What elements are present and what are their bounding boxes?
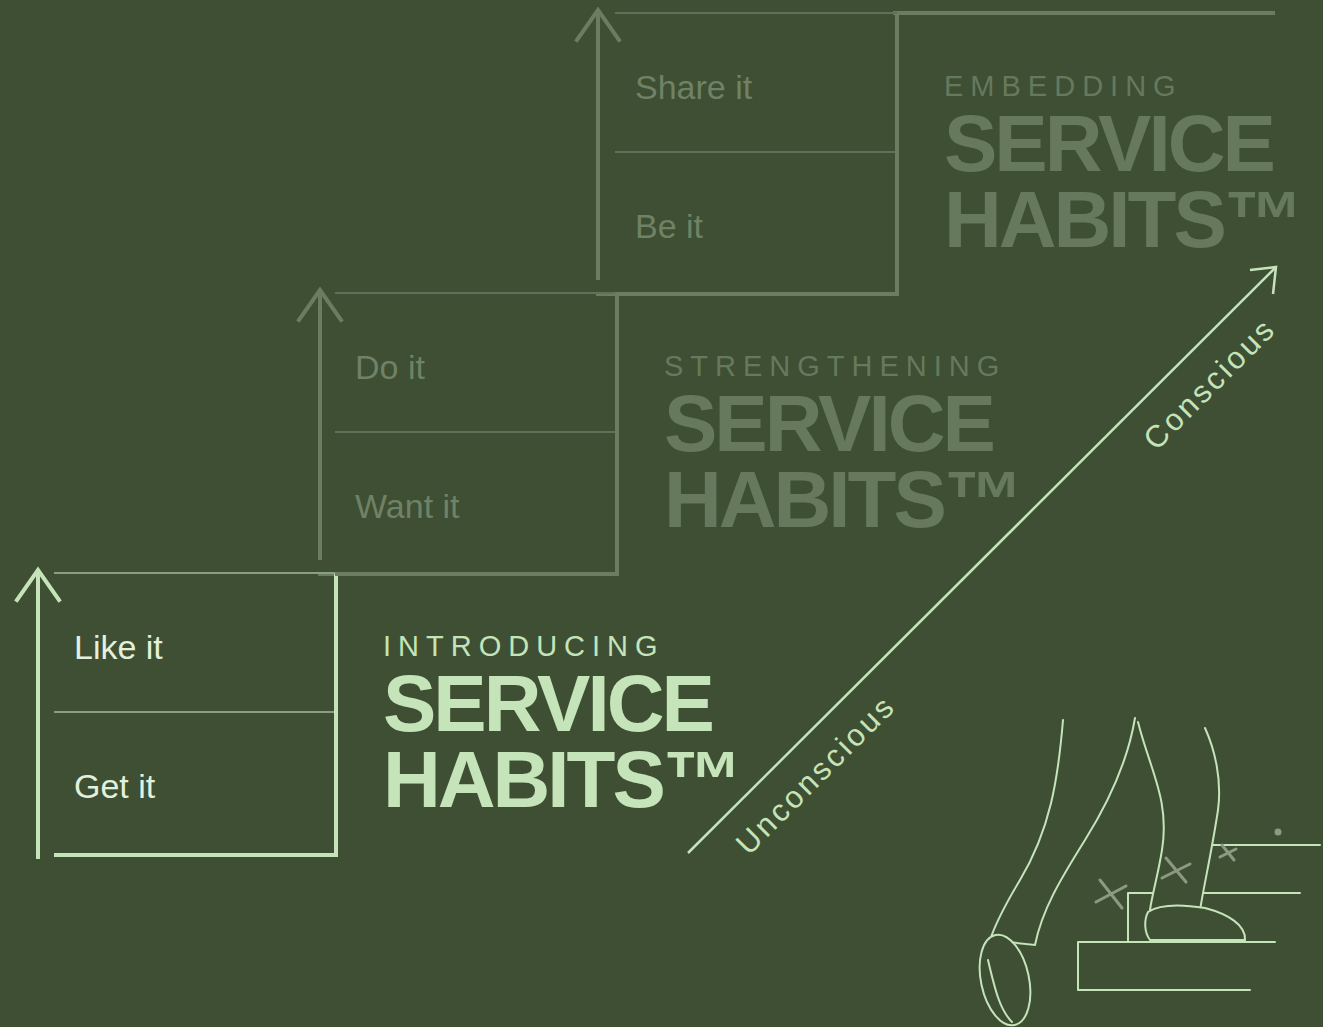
stage-heading: EMBEDDING SERVICE HABITS™	[944, 72, 1323, 258]
step-cell: Like it	[54, 574, 334, 713]
motion-mark	[1162, 858, 1190, 882]
step-cell: Share it	[615, 14, 895, 153]
cell-text: Be it	[635, 207, 703, 245]
cell-text: Share it	[635, 68, 752, 106]
cell-text: Get it	[74, 767, 155, 805]
stage-heading: INTRODUCING SERVICE HABITS™	[383, 632, 763, 818]
cell-text: Like it	[74, 628, 163, 666]
stage-step: STRENGTHENINGSERVICE HABITS™Do itWant it	[335, 292, 619, 576]
stage-step: EMBEDDINGSERVICE HABITS™Share itBe it	[615, 12, 899, 296]
step-cell: Want it	[335, 433, 615, 572]
motion-dot	[1276, 830, 1280, 834]
cell-text: Want it	[355, 487, 460, 525]
step-line	[895, 11, 1273, 15]
awareness-head	[1250, 267, 1276, 294]
stairs-illustration	[972, 718, 1320, 1027]
stage-kicker: EMBEDDING	[944, 72, 1323, 101]
shoe-sole	[988, 960, 1012, 1022]
step-cell: Get it	[54, 713, 334, 852]
step-cell: Be it	[615, 153, 895, 292]
axis-label: Unconscious	[730, 689, 903, 862]
rear-shoe	[1145, 905, 1245, 940]
stage-heading: STRENGTHENING SERVICE HABITS™	[664, 352, 1044, 538]
motion-marks	[1096, 830, 1280, 908]
step-arrow	[17, 570, 59, 857]
stage-title: SERVICE HABITS™	[944, 106, 1323, 258]
step-cell: Do it	[335, 294, 615, 433]
motion-mark	[1220, 845, 1236, 860]
step-arrow	[577, 10, 619, 278]
motion-mark	[1096, 880, 1126, 908]
stage-kicker: INTRODUCING	[383, 632, 763, 661]
rear-leg	[1138, 722, 1219, 910]
front-shoe	[972, 930, 1038, 1027]
stage-title: SERVICE HABITS™	[664, 386, 1044, 538]
stage-step: INTRODUCINGSERVICE HABITS™Like itGet it	[54, 572, 338, 857]
front-leg	[990, 718, 1135, 945]
stage-kicker: STRENGTHENING	[664, 352, 1044, 381]
cell-text: Do it	[355, 348, 425, 386]
stage-title: SERVICE HABITS™	[383, 666, 763, 818]
